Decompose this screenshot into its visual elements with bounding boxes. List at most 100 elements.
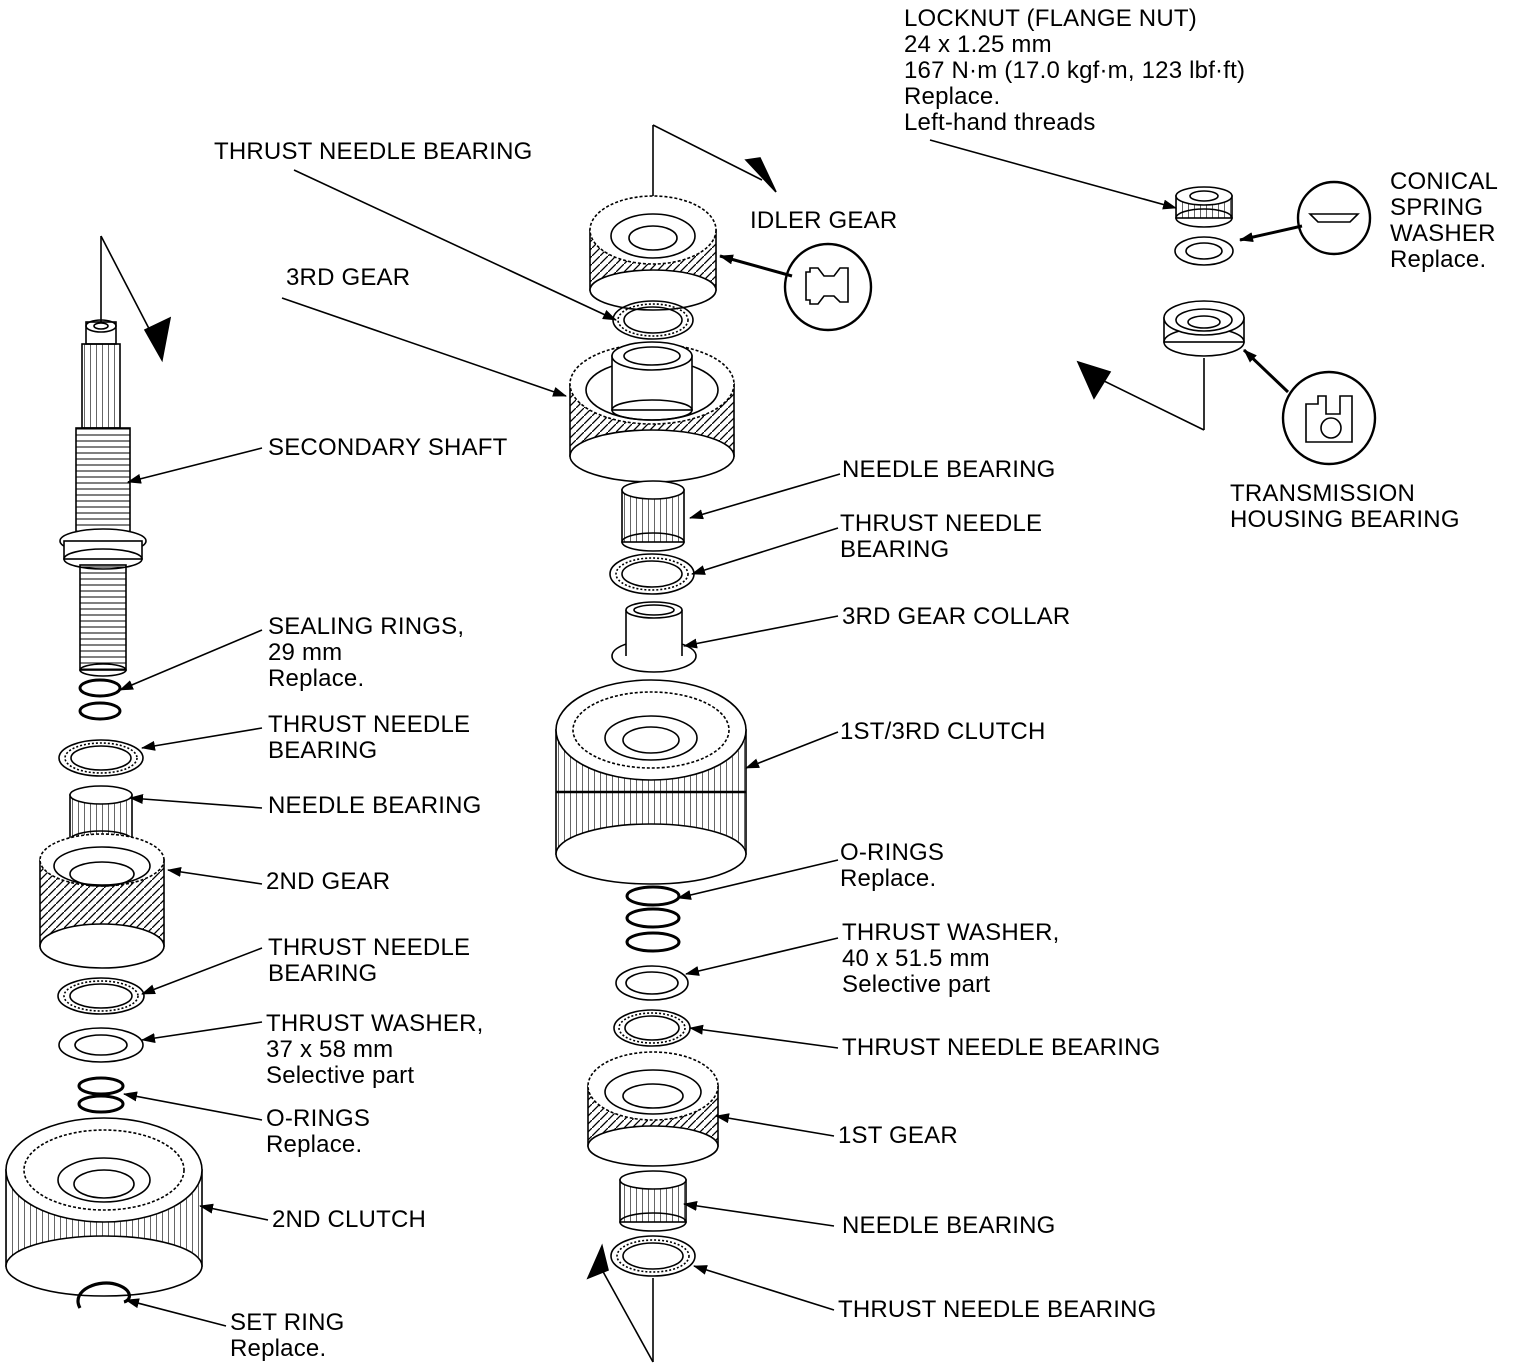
label-line: Replace. — [268, 665, 365, 692]
locknut-line-2: 24 x 1.25 mm — [904, 31, 1052, 58]
label-line: 29 mm — [268, 639, 343, 666]
needle-bearing-center-upper-label: NEEDLE BEARING — [842, 457, 1056, 483]
first-third-clutch-part — [555, 679, 747, 885]
thrust-needle-bearing-left-lower-part — [57, 977, 145, 1015]
label-line: Replace. — [1390, 246, 1487, 273]
second-clutch-label: 2ND CLUTCH — [272, 1207, 426, 1233]
locknut-line-1: LOCKNUT (FLANGE NUT) — [904, 5, 1197, 32]
label-line: THRUST NEEDLE — [268, 934, 471, 961]
label-line: SECONDARY SHAFT — [268, 434, 508, 461]
label-line: 2ND CLUTCH — [272, 1206, 427, 1233]
o-ring-center-3 — [625, 931, 681, 953]
transmission-housing-bearing-part — [1163, 300, 1245, 357]
center-axis-top — [652, 124, 777, 205]
sealing-ring-2 — [78, 701, 122, 721]
label-line: BEARING — [268, 960, 378, 987]
thrust-needle-bearing-left-lower-label: THRUST NEEDLE BEARING — [268, 935, 470, 987]
conical-spring-washer-part — [1174, 236, 1234, 266]
second-gear-part — [39, 833, 165, 969]
label-line: WASHER — [1390, 220, 1496, 247]
label-line: BEARING — [268, 737, 378, 764]
label-line: NEEDLE BEARING — [842, 1212, 1056, 1239]
locknut-label: LOCKNUT (FLANGE NUT) 24 x 1.25 mm 167 N·… — [904, 6, 1245, 136]
thrust-needle-bearing-center-upper-label: THRUST NEEDLE BEARING — [840, 511, 1042, 563]
label-line: THRUST NEEDLE — [840, 510, 1043, 537]
thrust-needle-bearing-center-upper-part — [609, 553, 695, 595]
thrust-needle-bearing-left-upper-part — [58, 739, 144, 777]
secondary-shaft-part — [59, 235, 172, 677]
label-line: Replace. — [840, 865, 937, 892]
label-line: THRUST WASHER, — [266, 1010, 484, 1037]
o-ring-center-1 — [625, 885, 681, 907]
thrust-washer-center-part — [615, 965, 689, 1001]
first-gear-label: 1ST GEAR — [838, 1123, 958, 1149]
idler-gear-detail-icon — [783, 242, 873, 332]
o-ring-left-2 — [77, 1094, 125, 1114]
thrust-needle-bearing-center-mid-label: THRUST NEEDLE BEARING — [842, 1035, 1161, 1061]
label-line: O-RINGS — [266, 1105, 371, 1132]
label-line: SPRING — [1390, 194, 1484, 221]
third-gear-collar-label: 3RD GEAR COLLAR — [842, 604, 1070, 630]
label-line: SET RING — [230, 1309, 345, 1336]
needle-bearing-center-lower-label: NEEDLE BEARING — [842, 1213, 1056, 1239]
third-gear-part — [569, 341, 735, 483]
second-clutch-part — [5, 1117, 203, 1297]
label-line: THRUST NEEDLE BEARING — [838, 1296, 1157, 1323]
first-third-clutch-label: 1ST/3RD CLUTCH — [840, 719, 1046, 745]
o-ring-left-1 — [77, 1076, 125, 1096]
label-line: O-RINGS — [840, 839, 945, 866]
label-line: 3RD GEAR — [286, 264, 411, 291]
needle-bearing-center-lower-part — [619, 1170, 687, 1232]
label-line: 40 x 51.5 mm — [842, 945, 990, 972]
label-line: Replace. — [230, 1335, 327, 1362]
o-rings-center-label: O-RINGS Replace. — [840, 840, 944, 892]
locknut-part — [1175, 186, 1233, 228]
conical-spring-washer-label: CONICAL SPRING WASHER Replace. — [1390, 169, 1498, 273]
label-line: 3RD GEAR COLLAR — [842, 603, 1071, 630]
secondary-shaft-label: SECONDARY SHAFT — [268, 435, 508, 461]
idler-gear-label: IDLER GEAR — [750, 208, 897, 234]
label-line: 37 x 58 mm — [266, 1036, 394, 1063]
sealing-rings-label: SEALING RINGS, 29 mm Replace. — [268, 614, 464, 692]
third-gear-collar-part — [611, 601, 697, 673]
label-line: 1ST/3RD CLUTCH — [840, 718, 1046, 745]
locknut-line-5: Left-hand threads — [904, 109, 1096, 136]
locknut-line-4: Replace. — [904, 83, 1001, 110]
thrust-needle-bearing-left-upper-label: THRUST NEEDLE BEARING — [268, 712, 470, 764]
needle-bearing-center-upper-part — [621, 480, 685, 552]
set-ring-label: SET RING Replace. — [230, 1310, 345, 1362]
label-line: NEEDLE BEARING — [268, 792, 482, 819]
o-rings-left-label: O-RINGS Replace. — [266, 1106, 370, 1158]
label-line: BEARING — [840, 536, 950, 563]
label-line: SEALING RINGS, — [268, 613, 465, 640]
thrust-needle-bearing-top-part — [612, 300, 694, 340]
transmission-housing-bearing-label: TRANSMISSION HOUSING BEARING — [1230, 481, 1460, 533]
label-line: THRUST NEEDLE BEARING — [842, 1034, 1161, 1061]
center-axis-bottom — [586, 1243, 654, 1363]
label-line: CONICAL — [1390, 168, 1499, 195]
second-gear-label: 2ND GEAR — [266, 869, 390, 895]
label-line: 2ND GEAR — [266, 868, 391, 895]
label-line: THRUST WASHER, — [842, 919, 1060, 946]
right-axis — [1076, 358, 1205, 431]
thrust-needle-bearing-top-label: THRUST NEEDLE BEARING — [214, 139, 533, 165]
thrust-washer-left-label: THRUST WASHER, 37 x 58 mm Selective part — [266, 1011, 483, 1089]
label-line: NEEDLE BEARING — [842, 456, 1056, 483]
label-line: THRUST NEEDLE BEARING — [214, 138, 533, 165]
label-line: 1ST GEAR — [838, 1122, 958, 1149]
label-line: THRUST NEEDLE — [268, 711, 471, 738]
leader-lines — [119, 139, 1303, 1327]
set-ring-part — [76, 1281, 131, 1309]
idler-gear-part — [589, 195, 717, 311]
label-line: Selective part — [266, 1062, 415, 1089]
thrust-needle-bearing-bottom-label: THRUST NEEDLE BEARING — [838, 1297, 1157, 1323]
label-line: HOUSING BEARING — [1230, 506, 1460, 533]
label-line: TRANSMISSION — [1230, 480, 1416, 507]
thrust-needle-bearing-center-mid-part — [613, 1009, 691, 1047]
label-line: Replace. — [266, 1131, 363, 1158]
locknut-line-3: 167 N·m (17.0 kgf·m, 123 lbf·ft) — [904, 57, 1246, 84]
label-line: Selective part — [842, 971, 991, 998]
thrust-washer-left-part — [58, 1027, 144, 1063]
needle-bearing-left-label: NEEDLE BEARING — [268, 793, 482, 819]
